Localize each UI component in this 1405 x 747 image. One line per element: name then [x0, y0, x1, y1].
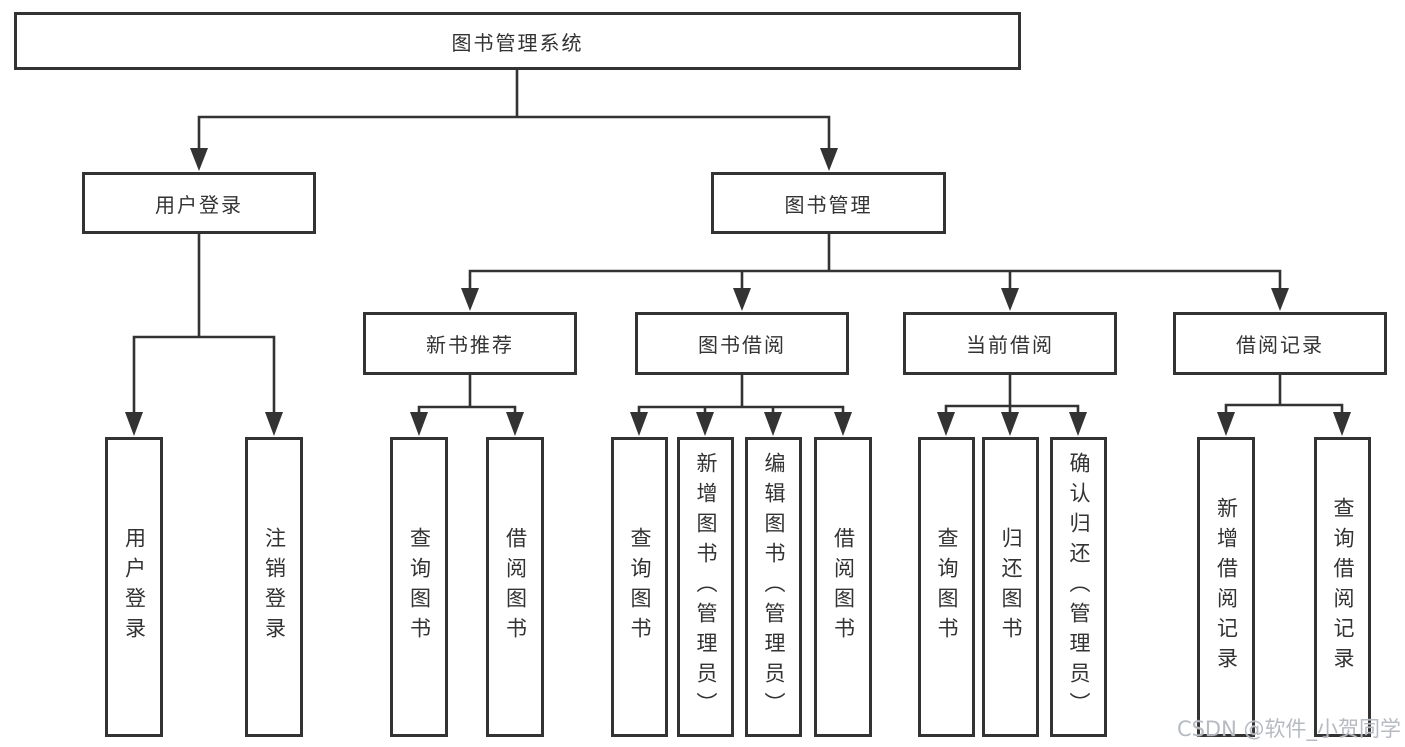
leaf-query-book-borrow: 查询图书: [611, 437, 668, 737]
connector-newbook-to-leaves: [417, 373, 517, 416]
connector-records-to-leaves: [1224, 373, 1344, 416]
arrow-down-icon: [1271, 288, 1289, 311]
arrow-down-icon: [834, 412, 852, 436]
leaf-borrow-book: 借阅图书: [814, 437, 872, 737]
connector-manage-to-level3: [468, 232, 1282, 292]
leaf-edit-book-admin: 编辑图书（管理员）: [745, 437, 802, 737]
leaf-return-book: 归还图书: [982, 437, 1039, 737]
connector-current-to-leaves: [944, 373, 1080, 416]
connector-borrow-to-leaves: [637, 373, 845, 416]
arrow-down-icon: [461, 288, 479, 311]
leaf-add-book-admin: 新增图书（管理员）: [677, 437, 734, 737]
arrow-down-icon: [410, 412, 428, 436]
arrow-down-icon: [733, 288, 751, 311]
leaf-borrow-book-newrec: 借阅图书: [486, 437, 544, 737]
arrow-down-icon: [696, 412, 714, 436]
arrow-down-icon: [125, 412, 143, 436]
connector-login-to-leaves: [132, 232, 276, 416]
arrow-down-icon: [1217, 412, 1235, 436]
node-library-management-system: 图书管理系统: [14, 12, 1021, 70]
arrow-down-icon: [506, 412, 524, 436]
leaf-confirm-return-admin: 确认归还（管理员）: [1050, 437, 1107, 737]
arrow-down-icon: [764, 412, 782, 436]
leaf-query-borrow-record: 查询借阅记录: [1314, 437, 1371, 737]
node-borrowing-records: 借阅记录: [1173, 312, 1387, 375]
arrow-down-icon: [820, 148, 838, 171]
arrow-down-icon: [1333, 412, 1351, 436]
node-book-management: 图书管理: [711, 172, 946, 234]
leaf-user-login: 用户登录: [105, 437, 163, 737]
leaf-add-borrow-record: 新增借阅记录: [1197, 437, 1255, 737]
leaf-query-book-newrec: 查询图书: [390, 437, 448, 737]
node-new-book-recommend: 新书推荐: [363, 312, 577, 375]
node-current-borrowing: 当前借阅: [903, 312, 1117, 375]
node-book-borrowing: 图书借阅: [635, 312, 849, 375]
node-user-login: 用户登录: [82, 172, 316, 234]
arrow-down-icon: [630, 412, 648, 436]
arrow-down-icon: [1001, 288, 1019, 311]
arrow-down-icon: [265, 412, 283, 436]
connector-root-to-level2: [197, 68, 831, 152]
arrow-down-icon: [190, 148, 208, 171]
arrow-down-icon: [1001, 412, 1019, 436]
leaf-logout: 注销登录: [245, 437, 303, 737]
leaf-query-book-current: 查询图书: [918, 437, 975, 737]
arrow-down-icon: [1069, 412, 1087, 436]
arrow-down-icon: [937, 412, 955, 436]
